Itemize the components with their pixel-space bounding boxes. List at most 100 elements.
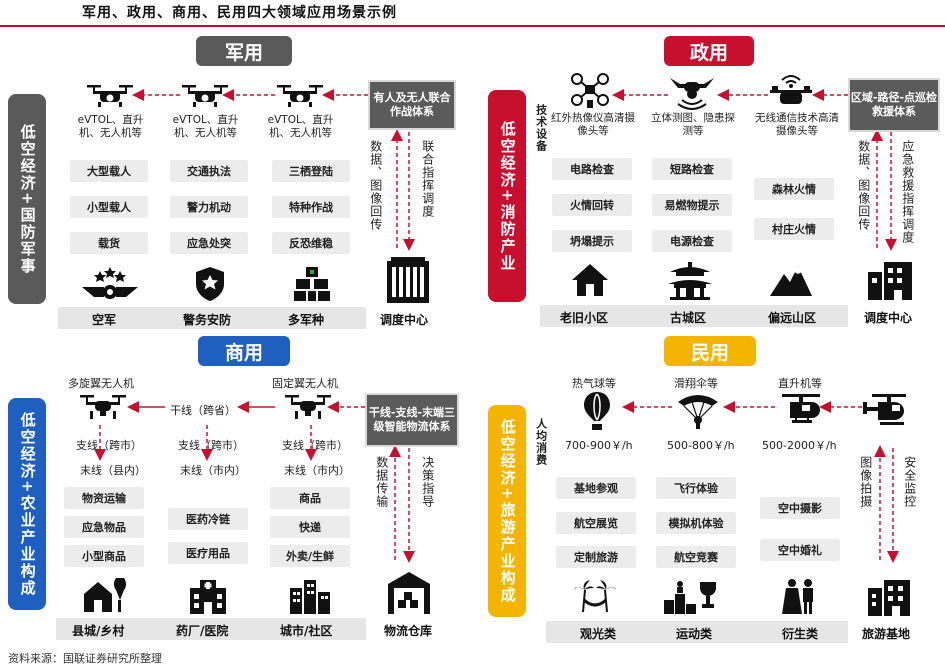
civil-price: 500-2000￥/h [762,439,837,452]
wireless-drone-icon [770,75,812,104]
paraglider-icon [678,395,718,429]
drone-icon [182,85,228,107]
civil-caption: 滑翔伞等 [674,377,718,390]
commerce-side-label: 低空经济+农业产业构成 [8,398,46,610]
civil-caption: 热气球等 [572,377,616,390]
commerce-item: 医疗用品 [168,542,248,564]
civil-vertical-right: 安全监控 [902,456,917,508]
military-tag: 军用 [196,36,292,66]
civil-item: 定制旅游 [556,546,636,568]
military-item: 特种作战 [272,196,350,218]
commerce-base-bar [56,618,366,640]
gov-col3-caption: 无线通信技术高清摄像头等 [755,112,839,138]
helicopter-icon [782,394,820,423]
fixed-wing-drone-icon [285,395,331,419]
gov-callout: 区域-路径-点巡检救援体系 [848,78,940,132]
drone-icon [87,85,133,107]
military-item: 交通执法 [170,160,248,182]
gov-vertical-left: 数据、图像回传 [856,140,871,231]
branch-label: 支线（跨市） [76,439,142,452]
gov-item: 短路检查 [652,158,732,180]
survey-drone-icon [670,78,714,110]
commerce-callout: 干线-支线-末端三级智能物流体系 [365,393,459,447]
fixed-wing-label: 固定翼无人机 [272,377,338,390]
commerce-item: 医药冷链 [168,508,248,530]
city-buildings-icon [290,580,330,614]
per-capita-label: 人均消费 [534,418,548,466]
gov-vertical-right: 应急救援指挥调度 [900,140,915,244]
commerce-item: 快递 [270,516,350,538]
drone-icon [277,85,323,107]
military-col2-caption: eVTOL、直升机、无人机等 [172,114,239,140]
page-title: 军用、政用、商用、民用四大领域应用场景示例 [82,5,397,21]
military-col1-caption: eVTOL、直升机、无人机等 [77,114,144,140]
military-item: 三栖登陆 [272,160,350,182]
military-col3-caption: eVTOL、直升机、无人机等 [267,114,334,140]
civil-item: 飞行体验 [656,477,736,499]
gov-col1-caption: 红外热像仪高清摄像头等 [551,112,635,138]
hospital-icon [190,580,226,614]
title-divider [0,25,945,27]
gov-base-label: 古城区 [670,311,707,325]
military-item: 应急处突 [170,232,248,254]
hot-air-balloon-icon [584,392,610,430]
village-house-icon [84,578,126,612]
soldier-group-icon [294,267,330,301]
gov-item: 电源检查 [652,230,732,252]
trunk-label: 干线（跨省） [170,404,236,417]
multirotor-label: 多旋翼无人机 [68,377,134,390]
commerce-base-label: 城市/社区 [280,624,333,638]
military-callout: 有人及无人联合作战体系 [368,80,456,130]
last-mile-label: 末线（县内） [80,464,146,477]
military-vertical-right: 联合指挥调度 [420,140,435,218]
source-note: 资料来源：国联证券研究所整理 [8,652,162,665]
podium-trophy-icon [664,581,716,614]
military-side-label: 低空经济+国防军事 [8,94,46,304]
commerce-item: 小型商品 [64,545,144,567]
pagoda-icon [668,262,712,300]
commerce-item: 商品 [270,487,350,509]
military-base-label: 空军 [92,313,117,327]
last-mile-label: 末线（市内） [284,464,350,477]
building-icon [868,262,912,300]
branch-label: 支线（跨市） [282,439,348,452]
air-force-emblem-icon [82,267,138,299]
gov-side-label: 低空经济+消防产业 [488,90,526,302]
civil-vertical-left: 图像拍摄 [858,456,873,508]
commerce-vertical-right: 决策指导 [420,456,435,508]
civil-item: 模拟机体验 [656,512,736,534]
military-item: 反恐维稳 [272,232,350,254]
military-item: 载货 [70,232,148,254]
civil-base-label: 衍生类 [782,627,819,641]
gov-base-label: 老旧小区 [560,311,609,325]
gov-item: 坍塌提示 [552,230,632,252]
commerce-hub-label: 物流仓库 [384,624,433,638]
gov-item: 森林火情 [754,178,834,200]
palm-hammock-icon [574,580,616,612]
civil-side-label: 低空经济+旅游产业构成 [488,405,526,617]
commerce-vertical-left: 数据传输 [374,456,389,508]
civil-item: 航空展览 [556,512,636,534]
wedding-couple-icon [782,579,813,614]
police-badge-icon [196,267,224,301]
gov-item: 易燃物提示 [652,194,732,216]
civil-item: 空中婚礼 [760,539,840,561]
gov-base-bar [540,305,848,327]
military-base-label: 多军种 [288,313,325,327]
gov-item: 村庄火情 [754,218,834,240]
military-vertical-left: 数据、图像回传 [368,140,383,231]
civil-item: 空中摄影 [760,497,840,519]
gov-hub-label: 调度中心 [864,311,913,325]
multirotor-drone-icon [80,395,126,419]
commerce-tag: 商用 [198,336,290,366]
commerce-base-label: 县城/乡村 [72,624,125,638]
tourism-base-icon [868,580,910,616]
military-item: 小型载人 [70,196,148,218]
gov-col2-caption: 立体测图、隐患探测等 [651,112,735,138]
gov-item: 电路检查 [552,158,632,180]
military-base-label: 警务安防 [183,313,232,327]
commerce-item: 物资运输 [64,487,144,509]
warehouse-icon [388,572,430,614]
gov-base-label: 偏远山区 [768,311,817,325]
